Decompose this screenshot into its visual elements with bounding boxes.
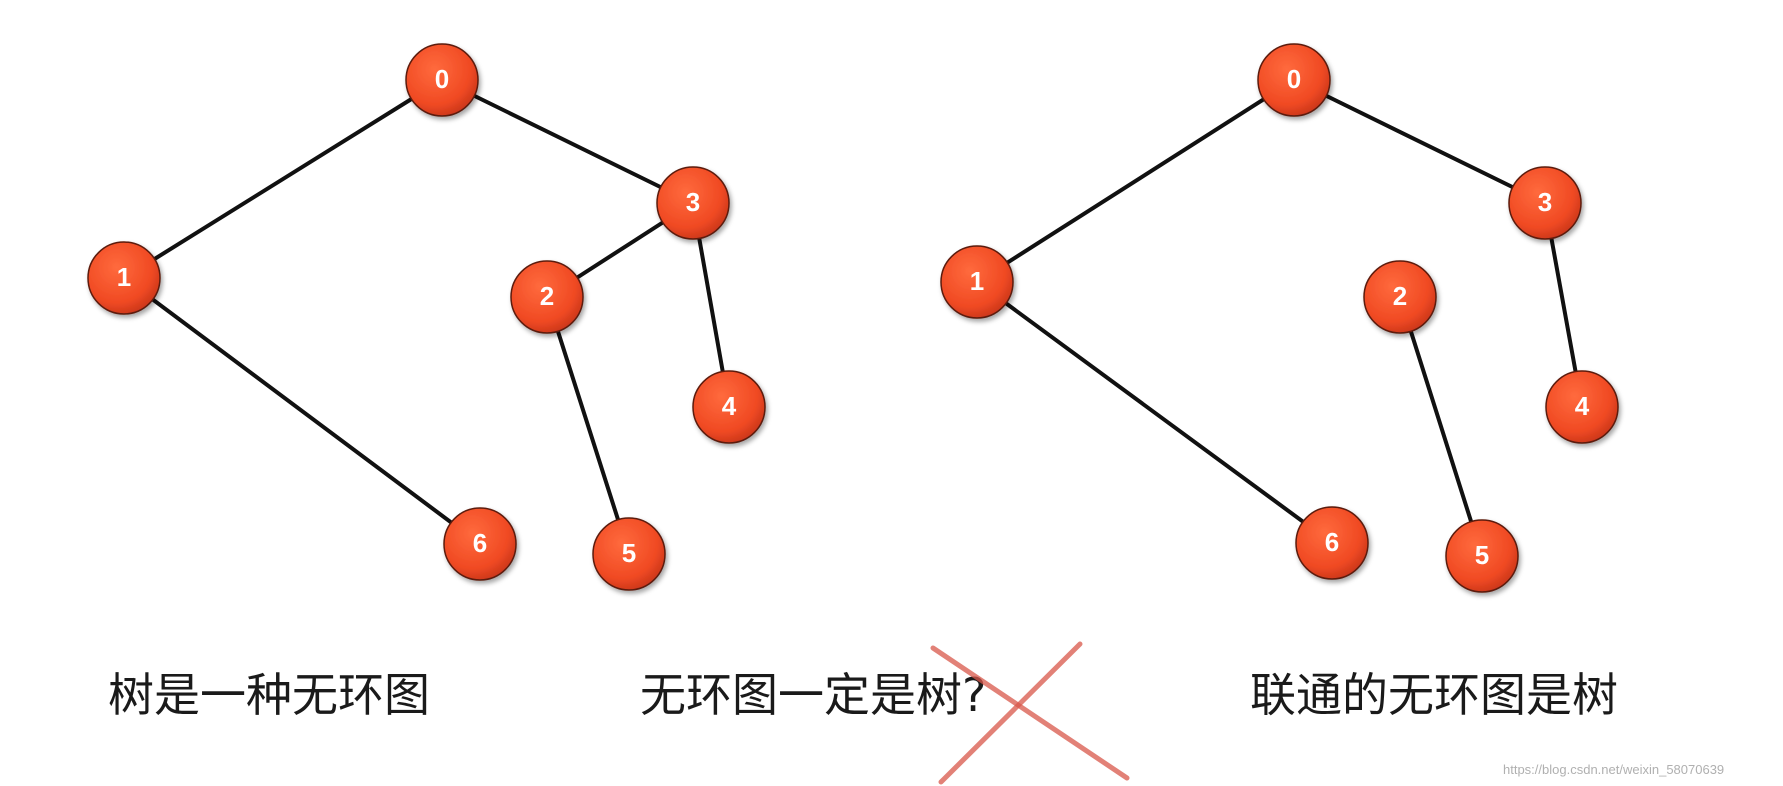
node-circle bbox=[1445, 519, 1519, 593]
edge-2-5 bbox=[1398, 295, 1484, 558]
node-circle bbox=[405, 43, 479, 117]
node-6: 6 bbox=[1295, 506, 1369, 580]
node-1: 1 bbox=[87, 241, 161, 315]
edge-1-6 bbox=[975, 280, 1334, 545]
node-label: 2 bbox=[540, 281, 554, 311]
node-label: 1 bbox=[117, 262, 131, 292]
edge-0-1 bbox=[975, 78, 1296, 284]
node-circle bbox=[692, 370, 766, 444]
node-label: 0 bbox=[1287, 64, 1301, 94]
node-circle bbox=[1545, 370, 1619, 444]
node-1: 1 bbox=[940, 245, 1014, 319]
caption-tree-is-acyclic: 树是一种无环图 bbox=[108, 668, 430, 722]
node-3: 3 bbox=[1508, 166, 1582, 240]
node-circle bbox=[510, 260, 584, 334]
node-label: 0 bbox=[435, 64, 449, 94]
node-6: 6 bbox=[443, 507, 517, 581]
node-circle bbox=[1295, 506, 1369, 580]
node-circle bbox=[1363, 260, 1437, 334]
node-label: 1 bbox=[970, 266, 984, 296]
node-5: 5 bbox=[1445, 519, 1519, 593]
left-graph: 0 1 2 3 4 5 6 bbox=[87, 43, 766, 591]
node-label: 6 bbox=[1325, 527, 1339, 557]
node-label: 3 bbox=[1538, 187, 1552, 217]
node-3: 3 bbox=[656, 166, 730, 240]
edge-1-6 bbox=[122, 276, 482, 546]
node-label: 4 bbox=[722, 391, 737, 421]
node-circle bbox=[87, 241, 161, 315]
caption-acyclic-is-tree-question: 无环图一定是树? bbox=[640, 668, 987, 722]
node-circle bbox=[592, 517, 666, 591]
node-circle bbox=[656, 166, 730, 240]
node-2: 2 bbox=[1363, 260, 1437, 334]
node-label: 5 bbox=[1475, 540, 1489, 570]
watermark-text: https://blog.csdn.net/weixin_58070639 bbox=[1503, 762, 1725, 777]
node-4: 4 bbox=[1545, 370, 1619, 444]
node-2: 2 bbox=[510, 260, 584, 334]
node-label: 5 bbox=[622, 538, 636, 568]
node-circle bbox=[443, 507, 517, 581]
edge-0-3 bbox=[440, 78, 695, 205]
node-circle bbox=[940, 245, 1014, 319]
caption-connected-acyclic-is-tree: 联通的无环图是树 bbox=[1250, 668, 1618, 722]
node-label: 3 bbox=[686, 187, 700, 217]
node-0: 0 bbox=[405, 43, 479, 117]
node-0: 0 bbox=[1257, 43, 1331, 117]
edge-2-5 bbox=[545, 295, 631, 556]
edge-0-3 bbox=[1292, 78, 1547, 205]
node-circle bbox=[1508, 166, 1582, 240]
node-label: 6 bbox=[473, 528, 487, 558]
edge-0-1 bbox=[122, 78, 444, 280]
node-circle bbox=[1257, 43, 1331, 117]
node-label: 4 bbox=[1575, 391, 1590, 421]
node-4: 4 bbox=[692, 370, 766, 444]
right-graph: 0 1 2 3 4 5 6 bbox=[940, 43, 1619, 593]
node-label: 2 bbox=[1393, 281, 1407, 311]
node-5: 5 bbox=[592, 517, 666, 591]
